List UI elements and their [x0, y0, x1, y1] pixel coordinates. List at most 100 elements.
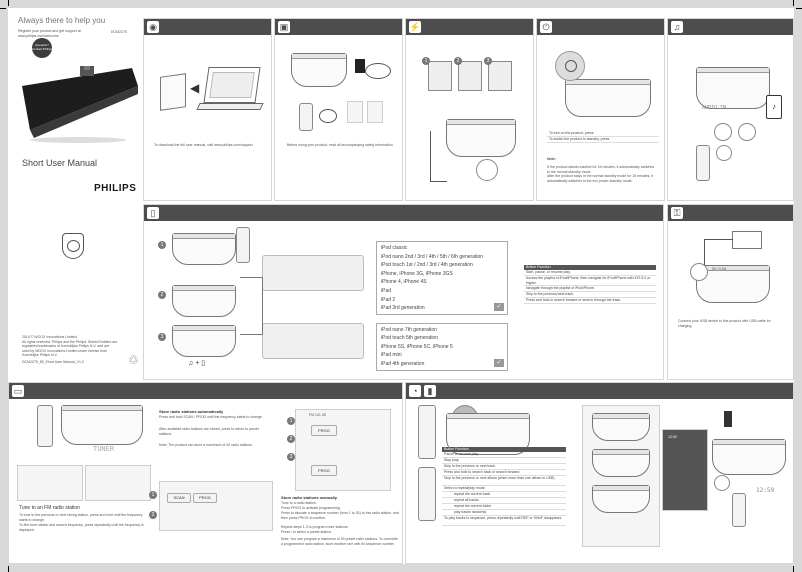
tune-step: To fine tune station and search frequenc…	[19, 523, 144, 532]
usb-device-illustration	[732, 231, 762, 249]
table-row: Start, pause, or resume play.	[524, 270, 656, 276]
cover-tagline: Always there to help you	[18, 16, 106, 25]
manual-caption: To download the full user manual, visit …	[154, 143, 253, 147]
usb-stick-icon	[724, 411, 732, 427]
manual-step: Press to allocate a sequence number (fro…	[281, 511, 399, 520]
alarm-time-label: 12:00	[668, 435, 677, 439]
step-number: 3	[287, 453, 295, 461]
prog-button: PROG	[193, 493, 217, 503]
manual-step: Tune to a radio station.	[281, 501, 317, 505]
crop-mark	[793, 566, 794, 572]
step-number: 2	[158, 291, 166, 299]
compat-item: iPod classic	[381, 245, 408, 251]
audio-device-icon: ♫	[671, 21, 683, 33]
compat-item: iPad mini	[381, 352, 402, 359]
table-row: Access the playlist of iPod/iPhone, then…	[524, 276, 656, 286]
manual-sheet: Always there to help you Register your p…	[8, 8, 794, 564]
tuner-display: TUNER	[93, 445, 115, 453]
compat-list-top: iPod classic iPod nano 2nd / 3rd / 4th /…	[376, 241, 508, 315]
panel-header: ⏻	[537, 19, 664, 35]
ipod-button-table: Button Function Start, pause, or resume …	[524, 265, 656, 304]
table-row: Navigate through the playlist of iPod/iP…	[524, 286, 656, 292]
remote-button-zoom	[716, 145, 732, 161]
step-number: 1	[287, 417, 295, 425]
table-header: Button Function	[442, 447, 566, 452]
philips-shield-icon	[62, 233, 84, 259]
manual-note: Note: You can program a maximum of 30 pr…	[281, 537, 398, 546]
usb-icon: ▮	[424, 385, 436, 397]
panel-manual: ◉ ◀ To download the full user manual, vi…	[143, 18, 272, 201]
manual-step: Repeat steps 1-3 to program more station…	[281, 525, 349, 529]
speaker-illustration	[592, 485, 650, 513]
speaker-illustration	[696, 67, 770, 109]
store-title: Store radio stations automatically	[159, 409, 224, 414]
panel-header: ♫	[668, 19, 793, 35]
usb-port-zoom	[690, 263, 708, 281]
note-label: Note:	[547, 157, 556, 161]
on-instruction: To turn on the product, press To switch …	[547, 131, 659, 143]
table-row: Select a repeat/play mode.	[442, 486, 566, 492]
panel-header: ◉	[144, 19, 271, 35]
adapter-step-2	[458, 61, 482, 91]
legal-line: All rights reserved. Philips and the Phi…	[22, 339, 118, 344]
panel-power-on: ⏻ To turn on the product, press To switc…	[536, 18, 665, 201]
radio-icon: ▭	[12, 385, 24, 397]
manual-step: Press PROG to activate programming.	[281, 506, 341, 510]
recycle-icon: ♲	[128, 353, 139, 367]
usb-cable	[704, 239, 733, 270]
step-number: 2	[149, 511, 157, 519]
lcd-display: AUDIO IN	[702, 105, 727, 111]
table-row: Stop play.	[442, 458, 566, 464]
table-row: Pause or resume play.	[442, 452, 566, 458]
crop-mark	[8, 566, 9, 572]
cable-icon	[365, 63, 391, 79]
adapter-step-3	[488, 61, 512, 91]
table-row: To play tracks in sequence, press repeat…	[442, 516, 566, 526]
cable-coil-icon	[319, 109, 337, 123]
manual-step: Press / to select a preset station.	[281, 530, 332, 534]
speaker-dock-illustration	[172, 233, 236, 265]
table-row: repeat the current folder	[442, 504, 566, 510]
laptop-illustration	[203, 67, 261, 103]
alarm-clock-icon: ◔	[409, 385, 421, 397]
compat-item: iPod nano 7th generation	[381, 327, 437, 333]
remote-illustration	[696, 145, 710, 181]
power-plug-icon: ⚡	[409, 21, 421, 33]
speaker-dock-illustration	[172, 285, 236, 317]
model-number: DCM2275	[111, 30, 127, 34]
music-note-icon: ♫ + ▯	[188, 360, 206, 367]
socket-zoom	[476, 159, 498, 181]
arrow-left-icon: ◀	[190, 81, 200, 95]
checkmark-icon: ✓	[494, 359, 504, 367]
legal-section: 2014 © WOOX Innovations Limited. All rig…	[8, 203, 141, 378]
compat-item: iPad 3rd generation	[381, 305, 425, 312]
panel-alarm: ◔ ▮ Button Function Pause or resume play…	[405, 382, 794, 564]
legal-line: registered trademarks of Koninklijke Phi…	[22, 344, 110, 349]
prog-button: PROG	[311, 425, 337, 436]
register-line: Register your product and get support at	[18, 29, 81, 33]
speaker-illustration	[712, 439, 786, 475]
panel-box-contents: ▣ Before using your product, read all ac…	[274, 18, 403, 201]
panel-header: ⚡	[406, 19, 533, 35]
step-number: 1	[422, 57, 430, 65]
usb-charge-icon: ⚿	[671, 207, 683, 219]
tune-title: Tune to an FM radio station	[19, 505, 80, 511]
panel-ipod: ▯ 1 2 3 ♫ + ▯ iPod classic iPod nano 2nd…	[143, 204, 664, 380]
frequency-readout: FM 101.08	[309, 413, 326, 417]
docking-speaker-illustration	[22, 60, 138, 143]
panel-power: ⚡ 1 2 3	[405, 18, 534, 201]
power-on-label: To turn on the product, press	[547, 131, 659, 137]
step-number: 2	[287, 435, 295, 443]
prog-button: PROG	[311, 465, 337, 476]
panel-usb: ⚿ 5V⎓0.5A Connect your USB device to thi…	[667, 204, 794, 380]
cover-section: Always there to help you Register your p…	[8, 8, 141, 380]
panel-header: ⚿	[668, 205, 793, 221]
legal-text: 2014 © WOOX Innovations Limited. All rig…	[22, 335, 132, 365]
remote-illustration	[418, 467, 436, 521]
compat-item: iPhone 5S, iPhone 5C, iPhone 5	[381, 343, 453, 350]
table-header: Button Function	[524, 265, 656, 270]
compat-item: iPhone 4, iPhone 4S	[381, 279, 427, 286]
box-icon: ▣	[278, 21, 290, 33]
alarm-function-table: Button Function Pause or resume play. St…	[442, 447, 566, 526]
crop-mark	[793, 0, 794, 6]
